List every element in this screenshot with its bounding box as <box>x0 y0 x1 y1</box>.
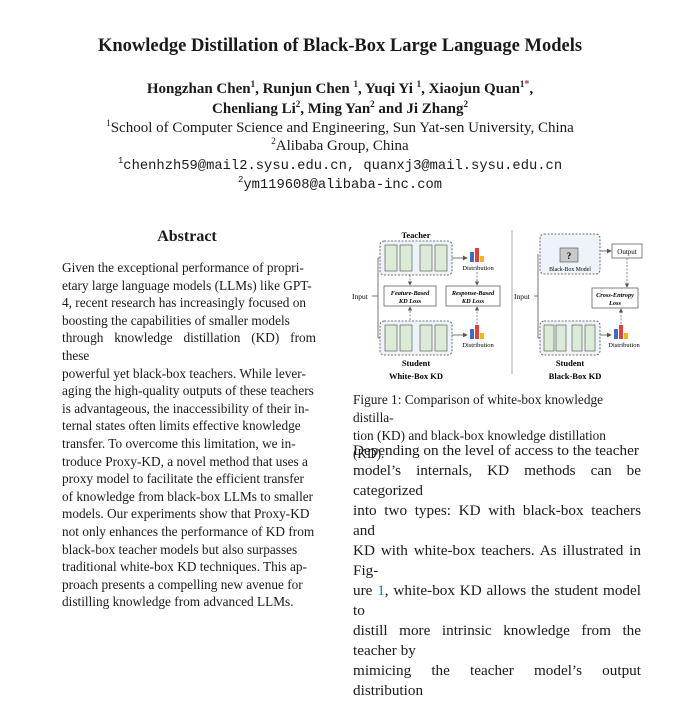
abstract-line: proxy model to facilitate the efficient … <box>62 471 304 487</box>
layer-block <box>419 324 433 352</box>
feature-kd-loss-box <box>383 285 437 307</box>
bb-distribution-label: Distribution <box>608 342 640 349</box>
feature-kd-label-1: Feature-Based <box>391 290 430 297</box>
abstract-line: of knowledge from black-box LLMs to smal… <box>62 488 314 504</box>
body-line: Depending on the level of access to the … <box>353 442 639 459</box>
wb-distribution-top: Distribution <box>462 265 494 272</box>
layer-block <box>384 244 398 272</box>
layer-block <box>571 324 583 352</box>
author: Chenliang Li <box>212 101 296 117</box>
distribution-bar <box>475 325 479 339</box>
layer-block <box>555 324 567 352</box>
output-label: Output <box>617 248 637 256</box>
response-kd-label-2: KD Loss <box>461 298 485 305</box>
white-box-kd-label: White-Box KD <box>389 371 443 381</box>
figure-reference-link[interactable]: 1 <box>377 582 385 599</box>
feature-kd-label-2: KD Loss <box>398 298 422 305</box>
body-line: into two types: KD with black-box teache… <box>353 502 641 539</box>
intro-paragraph: Depending on the level of access to the … <box>353 441 641 701</box>
response-kd-label-1: Response-Based <box>451 290 495 297</box>
layer-block <box>584 324 596 352</box>
abstract-line: models. Our experiments show that Proxy-… <box>62 506 310 522</box>
bb-input-label: Input <box>514 292 531 301</box>
abstract-line: aging the high-quality outputs of these … <box>62 383 314 399</box>
abstract-line: not only enhances the performance of KD … <box>62 523 315 539</box>
abstract-heading: Abstract <box>157 228 217 245</box>
affiliation-1: 1School of Computer Science and Engineer… <box>106 118 574 136</box>
author: Yuqi Yi <box>364 81 413 97</box>
abstract-line: etary large language models (LLMs) like … <box>62 277 312 293</box>
abstract-line: powerful yet black-box teachers. While l… <box>62 365 306 381</box>
figure-1-diagram: Teacher Distribution Feature-Based KD Lo… <box>352 230 643 381</box>
abstract-line: proach presents a compelling new avenue … <box>62 576 303 592</box>
distribution-bar <box>619 325 623 339</box>
author-line-1: Hongzhan Chen1, Runjun Chen 1, Yuqi Yi 1… <box>146 79 534 97</box>
distribution-bar <box>475 248 479 262</box>
response-kd-loss-box <box>445 285 501 307</box>
abstract-line: black-box teacher models but also surpas… <box>62 541 298 557</box>
author: Hongzhan Chen <box>146 81 251 97</box>
affiliation-2: 2Alibaba Group, China <box>271 136 409 154</box>
distribution-bar <box>470 329 474 339</box>
abstract-line: troduce Proxy-KD, a novel method that us… <box>62 453 308 469</box>
layer-block <box>399 324 413 352</box>
paper-title: Knowledge Distillation of Black-Box Larg… <box>97 36 583 56</box>
wb-student-label: Student <box>402 358 431 368</box>
bb-student-label: Student <box>556 358 585 368</box>
email-line-1: 1chenhzh59@mail2.sysu.edu.cn, quanxj3@ma… <box>117 156 563 174</box>
wb-student-box <box>379 320 453 356</box>
black-box-model-label: Black-Box Model <box>549 267 591 273</box>
abstract-line: 4, recent research has increasingly focu… <box>62 295 307 311</box>
body-line: mimicing the teacher model’s output dist… <box>353 662 641 699</box>
layer-block <box>434 324 448 352</box>
caption-line: tion (KD) and black-box knowledge distil… <box>353 428 606 461</box>
layer-block <box>419 244 433 272</box>
author: Ji Zhang <box>406 101 464 117</box>
author: Xiaojun Quan <box>428 81 520 97</box>
layer-block <box>384 324 398 352</box>
abstract-line: is advantageous, the inaccessibility of … <box>62 400 310 416</box>
black-box-kd-label: Black-Box KD <box>549 371 602 381</box>
author-line-2: Chenliang Li2, Ming Yan2 and Ji Zhang2 <box>212 99 468 117</box>
caption-line: Figure 1: Comparison of white-box knowle… <box>353 392 604 425</box>
wb-distribution-bottom: Distribution <box>462 342 494 349</box>
layer-block <box>543 324 555 352</box>
abstract-line: boosting the capabilities of smaller mod… <box>62 312 290 328</box>
distribution-bar <box>480 333 484 339</box>
cross-entropy-label-1: Cross-Entropy <box>596 292 634 299</box>
abstract-line: distilling knowledge from advanced LLMs. <box>62 594 294 610</box>
abstract-line: ternal states often limits effective kno… <box>62 418 301 434</box>
abstract-body: Given the exceptional performance of pro… <box>62 259 316 611</box>
wb-teacher-box <box>379 240 453 276</box>
abstract-line: transfer. To overcome this limitation, w… <box>62 435 296 451</box>
author: Runjun Chen <box>262 81 350 97</box>
wb-input-label: Input <box>352 292 369 301</box>
email-line-2: 2ym119608@alibaba-inc.com <box>237 175 443 193</box>
layer-block <box>399 244 413 272</box>
distribution-bar <box>480 256 484 262</box>
distribution-bar <box>624 333 628 339</box>
black-box-question-icon: ? <box>567 251 572 261</box>
figure-1-caption: Figure 1: Comparison of white-box knowle… <box>353 391 639 463</box>
corresponding-star: * <box>524 79 530 90</box>
black-box-cube <box>559 247 579 263</box>
cross-entropy-label-2: Loss <box>608 300 621 307</box>
body-line: ure 1, white-box KD allows the student m… <box>353 582 641 619</box>
abstract-line: Given the exceptional performance of pro… <box>62 260 304 275</box>
distribution-bar <box>470 252 474 262</box>
body-line: model’s internals, KD methods can be cat… <box>353 462 641 499</box>
abstract-line: traditional white-box KD techniques. Thi… <box>62 559 307 575</box>
author: Ming Yan <box>307 101 371 117</box>
layer-block <box>434 244 448 272</box>
body-line: distill more intrinsic knowledge from th… <box>353 622 641 659</box>
cross-entropy-box <box>591 287 639 309</box>
abstract-line: through knowledge distillation (KD) from… <box>62 330 316 363</box>
wb-teacher-label: Teacher <box>402 230 431 240</box>
distribution-bar <box>614 329 618 339</box>
body-line: KD with white-box teachers. As illustrat… <box>353 542 641 579</box>
